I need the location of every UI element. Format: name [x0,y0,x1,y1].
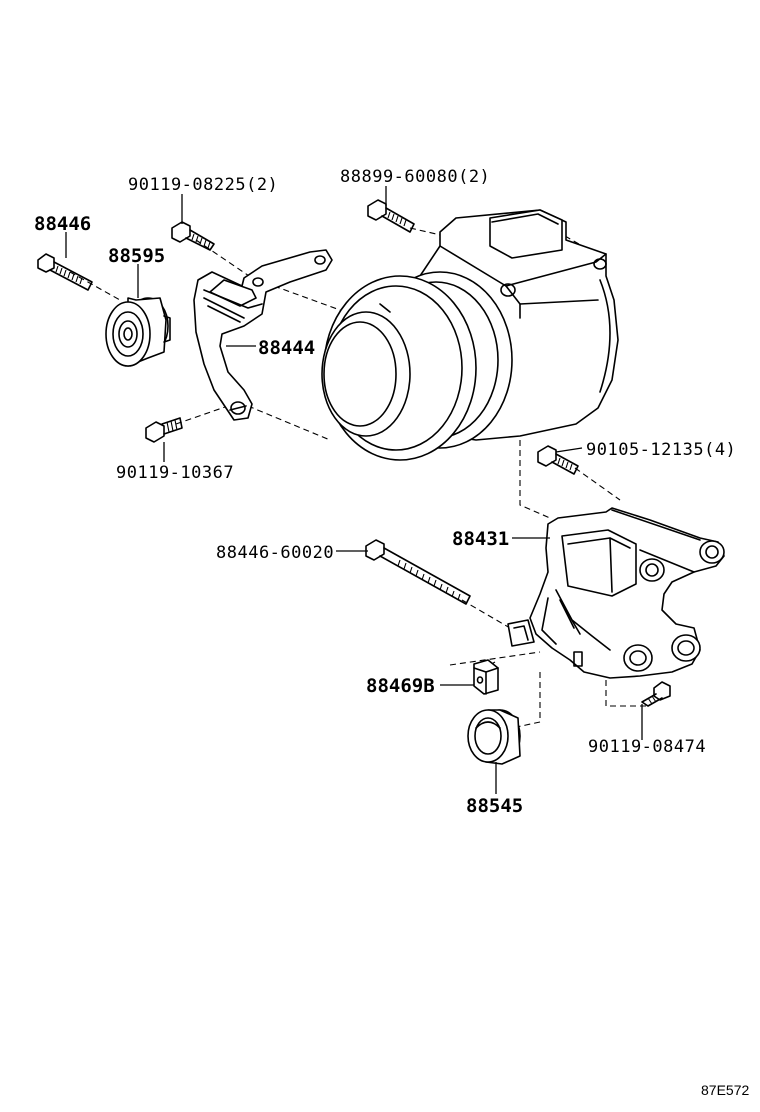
bracket-88431 [507,507,725,679]
callout-labels: 90119-08225(2) 88899-60080(2) 88446 8859… [34,167,749,1098]
callout-90119-08225: 90119-08225(2) [128,175,278,195]
callout-88899-60080: 88899-60080(2) [340,167,490,187]
bracket-88444 [193,249,333,421]
ac-compressor [321,209,619,461]
bolt-90119-08474 [641,681,671,707]
assembly-dash-lines [69,227,650,729]
callout-90119-10367: 90119-10367 [116,463,234,483]
bolt-90119-08225 [171,221,215,251]
spacer-88469b [473,659,499,695]
leader-lines [65,186,643,794]
bolt-88899-60080 [367,199,415,233]
callout-90119-08474: 90119-08474 [588,737,706,757]
callout-88444: 88444 [258,337,315,359]
callout-88469b: 88469B [366,675,435,697]
callout-88545: 88545 [466,795,523,817]
callout-88446-60020: 88446-60020 [216,543,334,563]
diagram-code: 87E572 [701,1082,749,1098]
bolt-88446 [37,253,93,291]
bolt-90105-12135 [537,445,579,475]
bolt-90119-10367 [145,417,183,443]
callout-88595: 88595 [108,245,165,267]
callout-88431: 88431 [452,528,509,550]
callout-90105-12135: 90105-12135(4) [586,440,736,460]
bushing-88545 [467,709,521,765]
callout-88446: 88446 [34,213,91,235]
idler-pulley-88595 [105,297,171,367]
bolt-88446-60020 [365,539,471,605]
